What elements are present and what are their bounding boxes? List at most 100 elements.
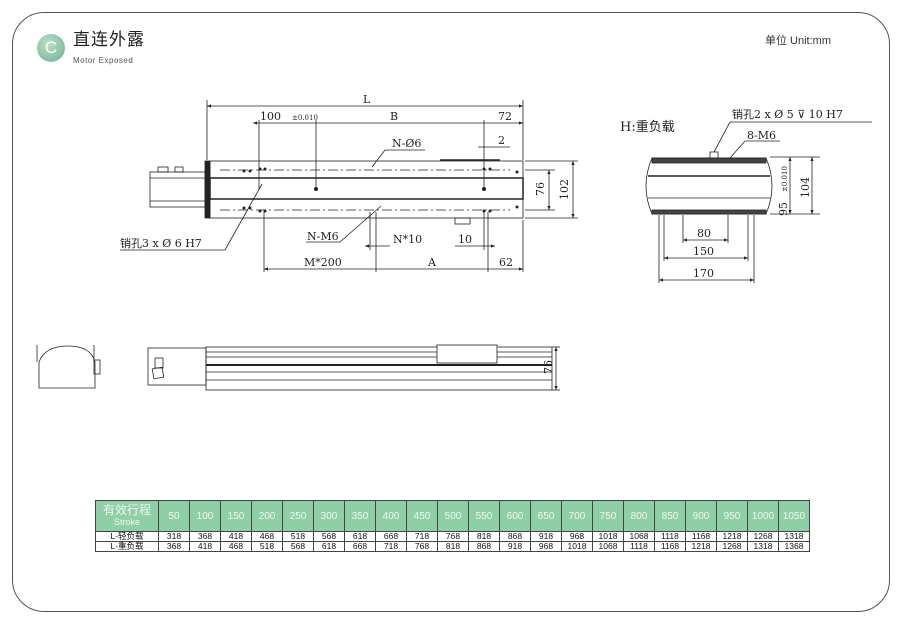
table-cell: 1018 <box>561 541 593 552</box>
stroke-header-cell: 1000 <box>747 500 779 532</box>
table-cell: 468 <box>251 531 283 542</box>
stroke-header-cell: 750 <box>592 500 624 532</box>
table-cell: 1218 <box>685 541 717 552</box>
stroke-header-cell: 250 <box>282 500 314 532</box>
table-cell: 1118 <box>654 531 686 542</box>
stroke-header-cell: 550 <box>468 500 500 532</box>
dim-72: 72 <box>498 110 512 123</box>
dim-76: 76 <box>534 182 547 196</box>
dim-tolerance: ±0.010 <box>292 114 318 122</box>
unit-label: 单位 Unit:mm <box>765 35 831 47</box>
side-dim-76: 76 <box>542 360 555 374</box>
table-cell: 768 <box>437 531 469 542</box>
table-cell: 1218 <box>716 531 748 542</box>
table-cell: 1318 <box>747 541 779 552</box>
row-label: L-轻负载 <box>95 531 159 542</box>
table-cell: 818 <box>437 541 469 552</box>
label-heavy-load: H:重负载 <box>620 119 675 135</box>
table-cell: 1268 <box>716 541 748 552</box>
table-cell: 368 <box>158 541 190 552</box>
table-cell: 418 <box>220 531 252 542</box>
table-cell: 568 <box>282 541 314 552</box>
table-cell: 368 <box>189 531 221 542</box>
stroke-header-cell: 50 <box>158 500 190 532</box>
stroke-header-cell: 450 <box>406 500 438 532</box>
stroke-header-cell: 150 <box>220 500 252 532</box>
table-cell: 418 <box>189 541 221 552</box>
table-cell: 618 <box>313 541 345 552</box>
table-cell: 518 <box>251 541 283 552</box>
dim-A: A <box>427 256 437 269</box>
side-views <box>36 344 560 391</box>
table-cell: 818 <box>468 531 500 542</box>
stroke-header-cell: 700 <box>561 500 593 532</box>
top-view <box>120 100 578 272</box>
top-view-holes <box>242 167 519 213</box>
dim-L: L <box>363 93 371 106</box>
stroke-header-cell: 300 <box>313 500 345 532</box>
page-frame <box>12 12 890 612</box>
table-cell: 468 <box>220 541 252 552</box>
table-cell: 968 <box>530 541 562 552</box>
table-cell: 1318 <box>778 531 810 542</box>
page-subtitle: Motor Exposed <box>73 56 134 65</box>
dim-62: 62 <box>499 256 513 269</box>
stroke-header-cell: 850 <box>654 500 686 532</box>
stroke-header-cell: 200 <box>251 500 283 532</box>
table-cell: 1368 <box>778 541 810 552</box>
table-cell: 518 <box>282 531 314 542</box>
stroke-header-cell: 800 <box>623 500 655 532</box>
table-cell: 1268 <box>747 531 779 542</box>
table-cell: 868 <box>499 531 531 542</box>
dim-10: 10 <box>458 233 472 246</box>
label-pin-hole-2: 销孔2 x Ø 5 ⊽ 10 H7 <box>732 107 843 121</box>
stroke-header-cell: 900 <box>685 500 717 532</box>
table-cell: 718 <box>375 541 407 552</box>
end-view-labels: H:重负载 销孔2 x Ø 5 ⊽ 10 H7 8-M6 95 ±0.010 1… <box>620 107 843 280</box>
header-en: Stroke <box>113 517 140 527</box>
top-view-labels: L 100 ±0.010 B 72 2 N-Ø6 76 102 销孔3 x Ø … <box>120 93 571 269</box>
dim-80: 80 <box>697 227 711 240</box>
stroke-header-cell: 600 <box>499 500 531 532</box>
page-title: 直连外露 <box>73 30 145 50</box>
table-cell: 668 <box>375 531 407 542</box>
table-cell: 718 <box>406 531 438 542</box>
table-cell: 1068 <box>592 541 624 552</box>
dim-2: 2 <box>498 134 505 147</box>
stroke-header-cell: 500 <box>437 500 469 532</box>
stroke-header-cell: 400 <box>375 500 407 532</box>
stroke-header-cell: 950 <box>716 500 748 532</box>
table-cell: 618 <box>344 531 376 542</box>
table-cell: 568 <box>313 531 345 542</box>
row-label: L-重负载 <box>95 541 159 552</box>
stroke-header-cell: 100 <box>189 500 221 532</box>
stroke-header-cell: 1050 <box>778 500 810 532</box>
table-cell: 318 <box>158 531 190 542</box>
dim-95-tolerance: ±0.010 <box>781 166 789 192</box>
table-cell: 1118 <box>623 541 655 552</box>
dim-m200: M*200 <box>304 256 342 269</box>
table-cell: 918 <box>499 541 531 552</box>
dim-170: 170 <box>693 267 714 280</box>
dim-B: B <box>390 110 398 123</box>
header-cn: 有效行程 <box>102 503 151 517</box>
table-cell: 768 <box>406 541 438 552</box>
dim-n10: N*10 <box>393 233 422 246</box>
section-logo-icon: C <box>37 34 65 62</box>
label-n-m6: N-M6 <box>307 230 339 243</box>
end-view <box>645 121 872 283</box>
table-cell: 968 <box>561 531 593 542</box>
dim-95: 95 <box>777 202 790 216</box>
table-cell: 918 <box>530 531 562 542</box>
dim-102: 102 <box>558 179 571 200</box>
table-cell: 1168 <box>654 541 686 552</box>
table-cell: 668 <box>344 541 376 552</box>
table-cell: 1018 <box>592 531 624 542</box>
label-8-m6: 8-M6 <box>747 129 776 142</box>
table-cell: 868 <box>468 541 500 552</box>
